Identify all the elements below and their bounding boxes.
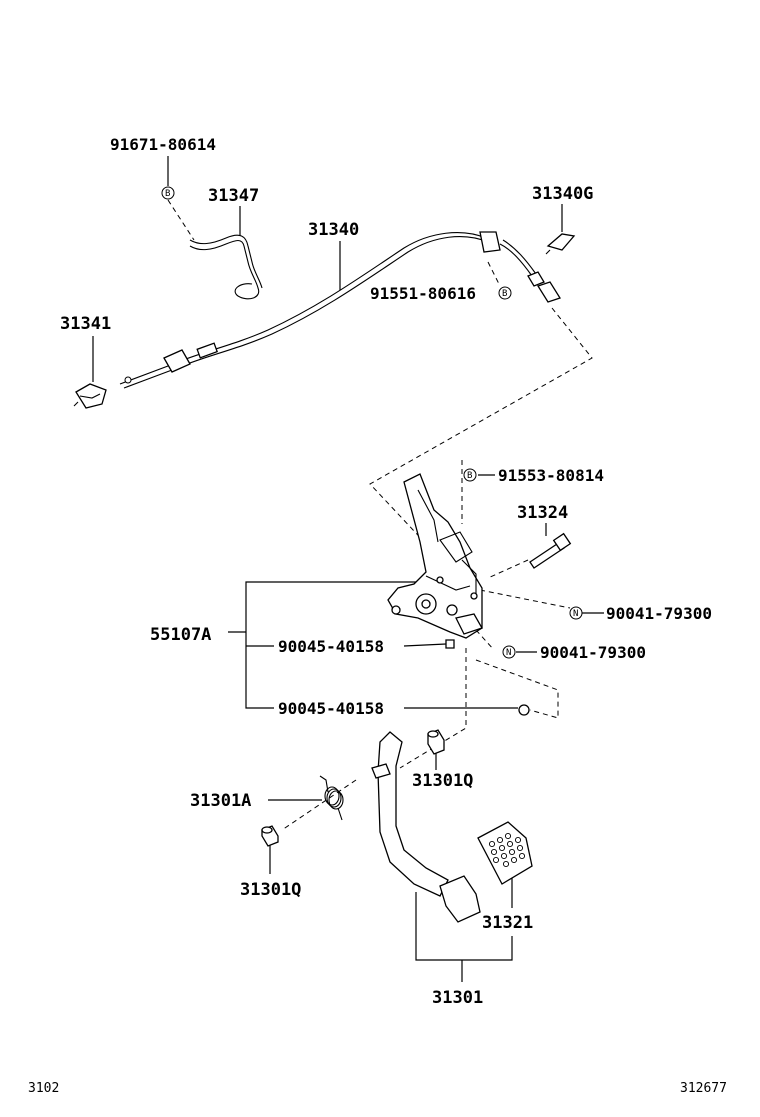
label-90041-79300-upper[interactable]: 90041-79300 <box>606 604 712 623</box>
nut-symbol-icon: N <box>569 606 583 620</box>
label-91553-80814[interactable]: 91553-80814 <box>498 466 604 485</box>
bolt-symbol-icon: B <box>161 186 175 200</box>
footer-left-code: 3102 <box>28 1081 59 1096</box>
svg-text:B: B <box>502 289 507 299</box>
label-31340G[interactable]: 31340G <box>532 184 593 204</box>
svg-text:B: B <box>467 471 472 481</box>
label-31324[interactable]: 31324 <box>517 503 568 523</box>
label-31301A[interactable]: 31301A <box>190 791 251 811</box>
label-31321[interactable]: 31321 <box>482 913 533 933</box>
pipe-31347-drawing[interactable] <box>189 234 263 300</box>
label-55107A[interactable]: 55107A <box>150 625 211 645</box>
label-31347[interactable]: 31347 <box>208 186 259 206</box>
label-31340[interactable]: 31340 <box>308 220 359 240</box>
label-31301Q-upper[interactable]: 31301Q <box>412 771 473 791</box>
pin-90045-upper-drawing[interactable] <box>445 639 455 649</box>
bolt-symbol-icon: B <box>463 468 477 482</box>
nut-symbol-icon: N <box>502 645 516 659</box>
label-90045-40158-upper[interactable]: 90045-40158 <box>278 637 384 656</box>
label-31341[interactable]: 31341 <box>60 314 111 334</box>
label-90041-79300-lower[interactable]: 90041-79300 <box>540 643 646 662</box>
assembly-lines <box>281 307 593 831</box>
svg-text:N: N <box>506 648 511 658</box>
svg-text:B: B <box>165 189 170 199</box>
bolt-symbol-icon: B <box>498 286 512 300</box>
pedal-bracket-55107A-drawing[interactable] <box>387 473 483 639</box>
cable-31340-drawing[interactable] <box>119 231 561 389</box>
clip-31340G-drawing[interactable] <box>545 233 576 255</box>
label-31301[interactable]: 31301 <box>432 988 483 1008</box>
pin-90045-lower-drawing[interactable] <box>518 704 530 716</box>
pedal-arm-31301-drawing[interactable] <box>371 731 481 923</box>
label-91671-80614[interactable]: 91671-80614 <box>110 135 216 154</box>
bolt-31324-drawing[interactable] <box>529 532 572 569</box>
bushing-31301Q-upper-drawing[interactable] <box>427 729 445 755</box>
pedal-pad-31321-drawing[interactable] <box>477 821 533 885</box>
label-91551-80616[interactable]: 91551-80616 <box>370 284 476 303</box>
svg-text:N: N <box>573 609 578 619</box>
spring-31301A-drawing[interactable] <box>319 775 344 821</box>
bushing-31301Q-lower-drawing[interactable] <box>261 825 279 847</box>
label-90045-40158-lower[interactable]: 90045-40158 <box>278 699 384 718</box>
footer-right-code: 312677 <box>680 1081 727 1096</box>
clip-31341-drawing[interactable] <box>73 383 107 409</box>
label-31301Q-lower[interactable]: 31301Q <box>240 880 301 900</box>
